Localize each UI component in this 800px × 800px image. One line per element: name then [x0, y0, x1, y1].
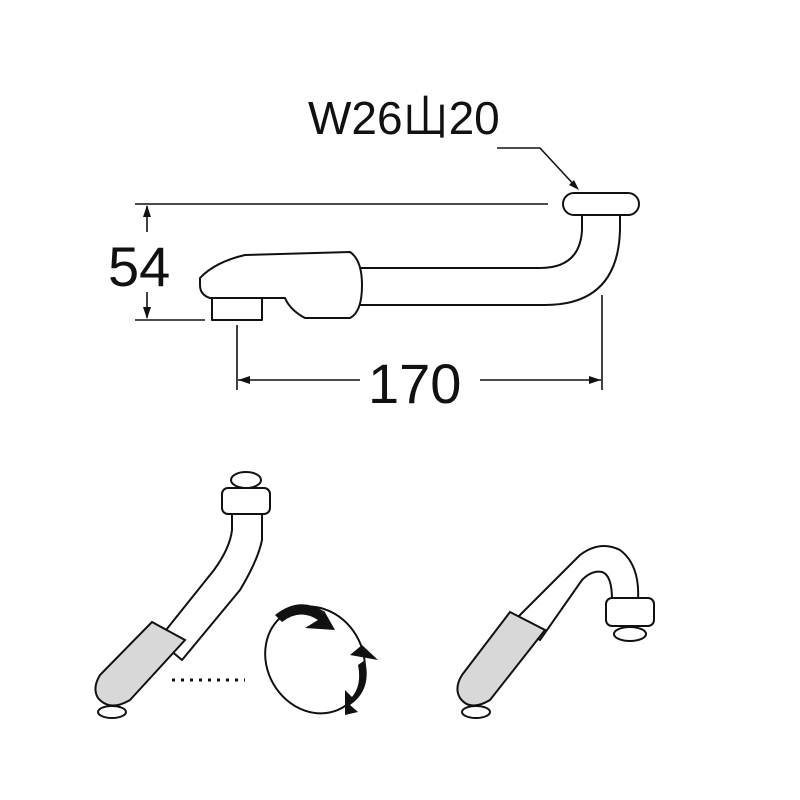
thread-spec-label: W26山20	[308, 92, 500, 144]
faucet-spout-side-view	[199, 192, 640, 321]
length-dimension-label: 170	[368, 352, 461, 415]
rotate-arrow	[264, 600, 378, 715]
faucet-spout-before-rotation	[94, 471, 271, 719]
dimension-lines	[135, 147, 603, 390]
faucet-spout-after-rotation	[456, 545, 655, 719]
height-dimension-label: 54	[108, 235, 170, 298]
